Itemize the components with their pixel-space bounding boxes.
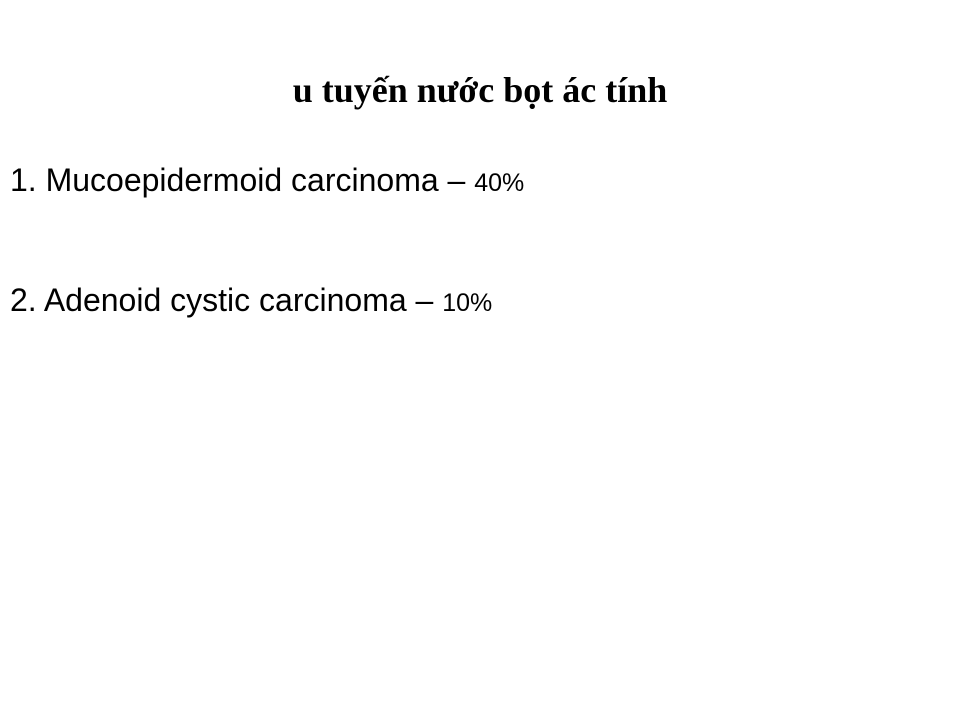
item-percentage: 40% [474,169,525,197]
item-label: 2. Adenoid cystic carcinoma – [10,282,434,318]
list-item: 2. Adenoid cystic carcinoma – 10% [10,276,524,324]
slide-title: u tuyến nước bọt ác tính [292,70,668,110]
item-percentage: 10% [442,289,493,317]
carcinoma-list: 1. Mucoepidermoid carcinoma – 40% 2. Ade… [10,156,524,324]
list-item: 1. Mucoepidermoid carcinoma – 40% [10,156,524,204]
item-label: 1. Mucoepidermoid carcinoma – [10,162,466,198]
